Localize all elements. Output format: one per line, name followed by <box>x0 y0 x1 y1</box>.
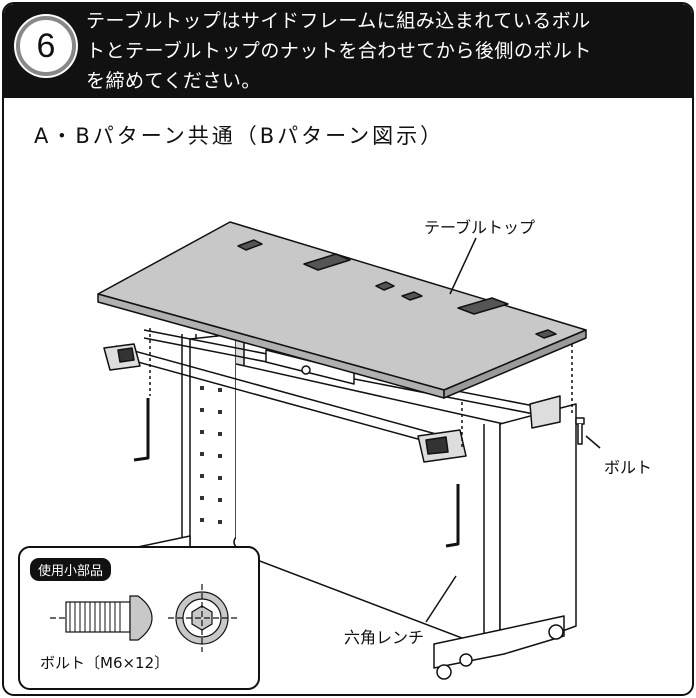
desk-assembly-diagram <box>97 221 601 680</box>
pattern-subtitle: A・Bパターン共通（Bパターン図示） <box>34 124 445 148</box>
bolt-spec-label: ボルト〔M6×12〕 <box>40 654 170 672</box>
bolt-illustration <box>50 584 238 652</box>
step-instruction: テーブルトップはサイドフレームに組み込まれているボル トとテーブルトップのナット… <box>86 6 690 96</box>
parts-used-tag: 使用小部品 <box>30 558 112 581</box>
instruction-line-1: テーブルトップはサイドフレームに組み込まれているボル <box>86 10 591 32</box>
step-number: 6 <box>36 27 56 65</box>
instruction-line-2: トとテーブルトップのナットを合わせてから後側のボルト <box>86 40 592 62</box>
step-badge: 6 <box>16 16 76 76</box>
bolt-label: ボルト <box>604 458 653 477</box>
step-header: 6 テーブルトップはサイドフレームに組み込まれているボル トとテーブルトップのナ… <box>4 4 692 98</box>
parts-used-box: 使用小部品 ボルト〔M6×12〕 <box>18 546 260 690</box>
hex-wrench-label: 六角レンチ <box>344 628 425 647</box>
instruction-line-3: を締めてください。 <box>86 70 261 92</box>
tabletop-label: テーブルトップ <box>424 218 536 237</box>
